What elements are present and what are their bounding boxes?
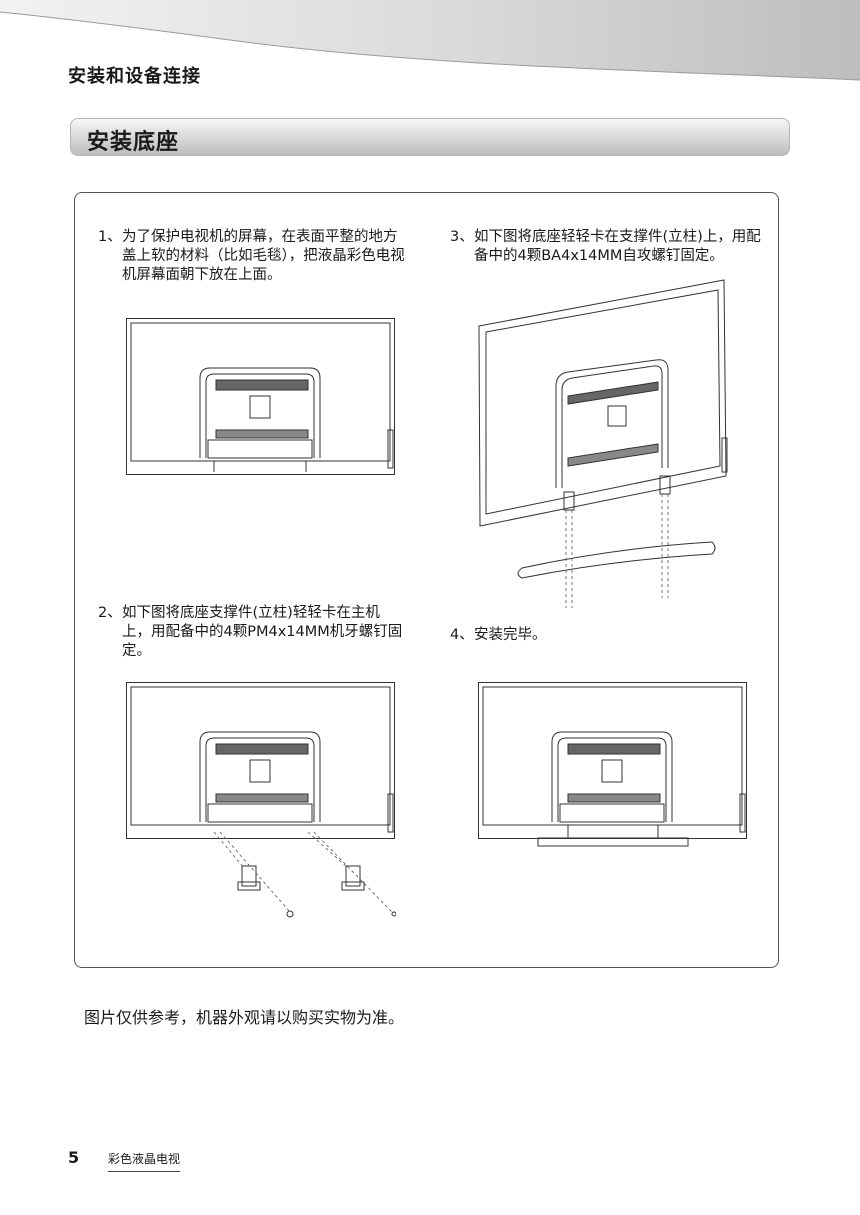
section-title: 安装和设备连接 — [68, 66, 201, 87]
step-text: 安装完毕。 — [474, 627, 547, 643]
footer-title: 彩色液晶电视 — [108, 1150, 181, 1172]
step-number: 4、 — [450, 627, 474, 643]
step-number: 3、 — [450, 229, 474, 245]
step-text: 如下图将底座支撑件(立柱)轻轻卡在主机上，用配备中的4颗PM4x14MM机牙螺钉… — [122, 605, 403, 659]
banner-title: 安装底座 — [87, 130, 180, 155]
step-number: 2、 — [98, 605, 122, 621]
step-4: 4、 安装完毕。 — [450, 626, 765, 645]
step-text: 如下图将底座轻轻卡在支撑件(立柱)上，用配备中的4颗BA4x14MM自攻螺钉固定… — [474, 229, 761, 264]
disclaimer-note: 图片仅供参考，机器外观请以购买实物为准。 — [84, 1008, 405, 1027]
page-number: 5 — [68, 1148, 80, 1167]
step-1: 1、 为了保护电视机的屏幕，在表面平整的地方盖上软的材料（比如毛毯），把液晶彩色… — [98, 228, 408, 285]
tv-pillar-illustration — [126, 682, 396, 918]
tv-base-illustration — [478, 279, 728, 608]
step-3: 3、 如下图将底座轻轻卡在支撑件(立柱)上，用配备中的4颗BA4x14MM自攻螺… — [450, 228, 765, 266]
instruction-panel — [74, 192, 779, 968]
step-text: 为了保护电视机的屏幕，在表面平整的地方盖上软的材料（比如毛毯），把液晶彩色电视机… — [122, 229, 405, 283]
header-swoosh — [0, 0, 860, 81]
step-number: 1、 — [98, 229, 122, 245]
tv-assembled-illustration — [478, 682, 747, 847]
title-banner: 安装底座 — [70, 118, 790, 156]
tv-back-illustration — [126, 318, 395, 475]
step-2: 2、 如下图将底座支撑件(立柱)轻轻卡在主机上，用配备中的4颗PM4x14MM机… — [98, 604, 408, 661]
